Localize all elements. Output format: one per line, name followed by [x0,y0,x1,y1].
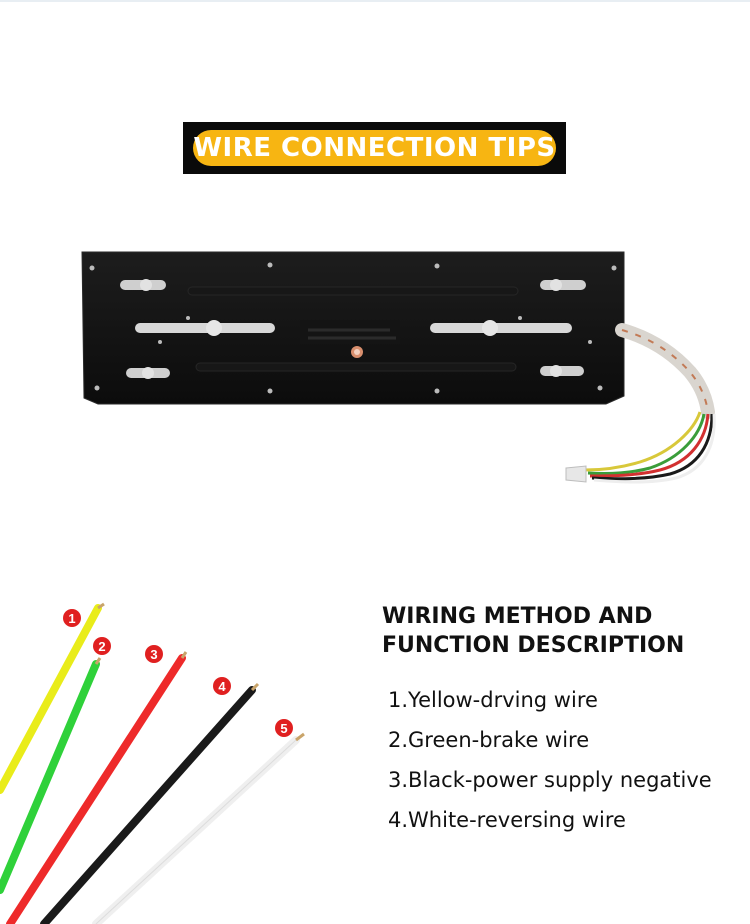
title-banner: WIRE CONNECTION TIPS [183,122,566,174]
title-pill: WIRE CONNECTION TIPS [193,130,556,166]
svg-text:3: 3 [150,647,157,662]
marker-1: 1 [63,609,81,627]
wiring-item-white: 4.White-reversing wire [388,808,626,832]
wiring-heading: WIRING METHOD AND FUNCTION DESCRIPTION [382,602,742,660]
marker-5: 5 [275,719,293,737]
svg-text:1: 1 [68,611,75,626]
wiring-heading-line2: FUNCTION DESCRIPTION [382,633,685,658]
svg-text:5: 5 [280,721,287,736]
plate-bracket-image [81,251,716,484]
marker-3: 3 [145,645,163,663]
wiring-item-yellow: 1.Yellow-drving wire [388,688,598,712]
svg-text:4: 4 [218,679,226,694]
wiring-item-black: 3.Black-power supply negative [388,768,712,792]
svg-text:2: 2 [98,639,105,654]
top-divider [0,0,750,2]
wiring-item-green: 2.Green-brake wire [388,728,590,752]
banner-title: WIRE CONNECTION TIPS [193,133,556,163]
marker-4: 4 [213,677,231,695]
wiring-heading-line1: WIRING METHOD AND [382,604,653,629]
wires-illustration: 1 2 3 4 5 [0,602,305,924]
marker-2: 2 [93,637,111,655]
wiring-list: 1.Yellow-drving wire 2.Green-brake wire … [388,685,748,845]
